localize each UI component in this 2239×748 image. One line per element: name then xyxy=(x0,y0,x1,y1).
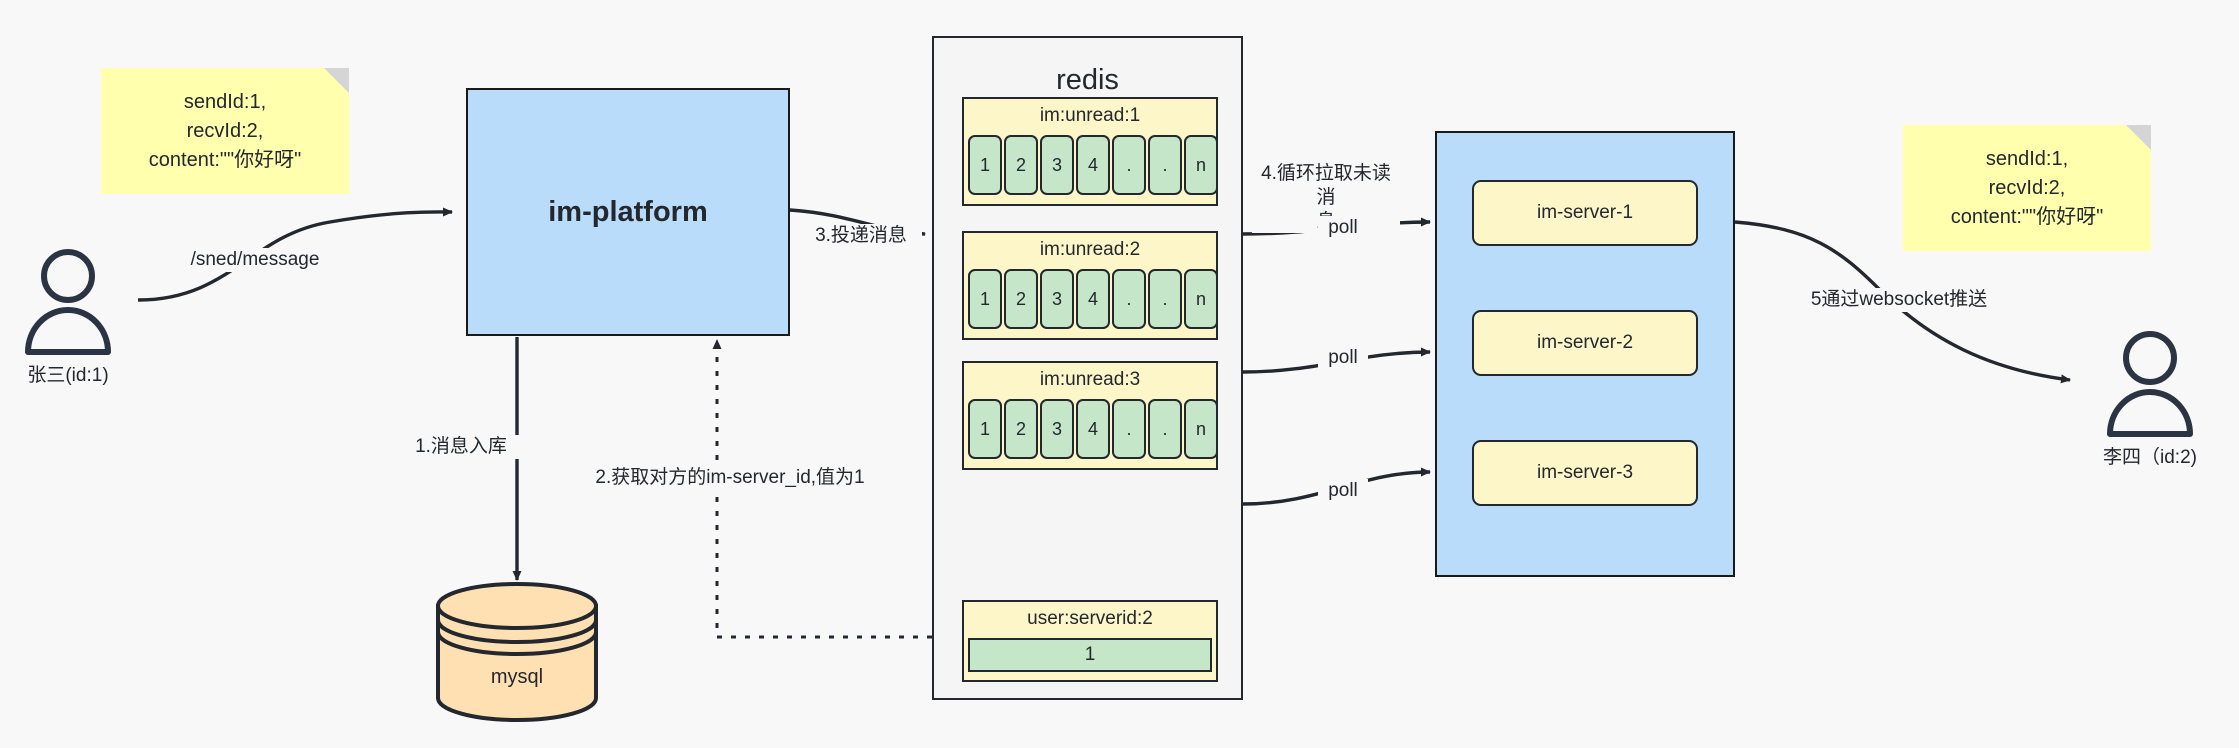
database-cylinder-icon xyxy=(436,582,598,722)
redis-cell: n xyxy=(1184,269,1218,329)
redis-list-im-unread-1[interactable]: im:unread:1 1 2 3 4 . . n xyxy=(962,97,1218,206)
redis-kv-value: 1 xyxy=(968,638,1212,672)
message-note-left: sendId:1, recvId:2, content:""你好呀" xyxy=(101,68,349,194)
redis-cell: . xyxy=(1148,135,1182,195)
redis-cell: 4 xyxy=(1076,399,1110,459)
redis-cell: 4 xyxy=(1076,269,1110,329)
redis-cell: . xyxy=(1112,135,1146,195)
redis-list-1-cells: 1 2 3 4 . . n xyxy=(968,135,1218,195)
im-server-1-box[interactable]: im-server-1 xyxy=(1472,180,1698,246)
redis-list-3-cells: 1 2 3 4 . . n xyxy=(968,399,1218,459)
im-platform-box[interactable]: im-platform xyxy=(466,88,790,336)
message-note-right-text: sendId:1, recvId:2, content:""你好呀" xyxy=(1950,147,2104,228)
redis-cell: 3 xyxy=(1040,399,1074,459)
user-icon xyxy=(25,249,111,355)
redis-cell: . xyxy=(1148,399,1182,459)
edge-label-poll-3: poll xyxy=(1318,479,1368,503)
edge-label-step1: 1.消息入库 xyxy=(400,435,522,459)
note-fold-icon xyxy=(2126,125,2151,150)
redis-cell: 2 xyxy=(1004,269,1038,329)
redis-list-2-key: im:unread:2 xyxy=(1039,239,1141,260)
mysql-label: mysql xyxy=(490,666,544,688)
redis-cell: 1 xyxy=(968,135,1002,195)
actor-receiver: 李四（id:2) xyxy=(2103,330,2197,468)
edge-label-step5: 5通过websocket推送 xyxy=(1786,288,2012,312)
message-note-right: sendId:1, recvId:2, content:""你好呀" xyxy=(1903,125,2151,251)
redis-list-3-key: im:unread:3 xyxy=(1039,369,1141,390)
edge-send-message xyxy=(137,207,453,302)
redis-cell: 1 xyxy=(968,399,1002,459)
note-fold-icon xyxy=(324,68,349,93)
redis-cell: n xyxy=(1184,399,1218,459)
im-platform-label: im-platform xyxy=(548,195,708,228)
edge-label-step3: 3.投递消息 xyxy=(800,224,922,248)
redis-list-2-cells: 1 2 3 4 . . n xyxy=(968,269,1218,329)
edge-fetch-serverid xyxy=(712,339,932,639)
redis-cell: 2 xyxy=(1004,399,1038,459)
redis-cell: 4 xyxy=(1076,135,1110,195)
actor-receiver-label: 李四（id:2) xyxy=(2103,447,2197,468)
edge-label-poll-2: poll xyxy=(1318,346,1368,370)
user-icon xyxy=(2107,331,2193,437)
redis-cell: . xyxy=(1112,269,1146,329)
redis-cell: 2 xyxy=(1004,135,1038,195)
im-server-3-box[interactable]: im-server-3 xyxy=(1472,440,1698,506)
redis-kv-key: user:serverid:2 xyxy=(1027,608,1153,629)
redis-cell: 3 xyxy=(1040,269,1074,329)
redis-cell: 1 xyxy=(968,269,1002,329)
redis-key-user-serverid[interactable]: user:serverid:2 1 xyxy=(962,600,1218,682)
actor-sender-label: 张三(id:1) xyxy=(27,365,109,386)
redis-list-1-key: im:unread:1 xyxy=(1039,105,1141,126)
redis-cell: . xyxy=(1112,399,1146,459)
actor-sender: 张三(id:1) xyxy=(22,248,114,386)
redis-list-im-unread-3[interactable]: im:unread:3 1 2 3 4 . . n xyxy=(962,361,1218,470)
redis-cell: n xyxy=(1184,135,1218,195)
redis-cell: 3 xyxy=(1040,135,1074,195)
redis-list-im-unread-2[interactable]: im:unread:2 1 2 3 4 . . n xyxy=(962,231,1218,340)
im-server-2-box[interactable]: im-server-2 xyxy=(1472,310,1698,376)
redis-title: redis xyxy=(1056,64,1119,96)
mysql-database[interactable]: mysql xyxy=(432,582,602,722)
edge-label-send-message: /sned/message xyxy=(164,248,346,272)
message-note-left-text: sendId:1, recvId:2, content:""你好呀" xyxy=(148,90,302,171)
redis-cell: . xyxy=(1148,269,1182,329)
edge-label-poll-1: poll xyxy=(1318,216,1368,240)
edge-label-step2: 2.获取对方的im-server_id,值为1 xyxy=(579,466,881,490)
